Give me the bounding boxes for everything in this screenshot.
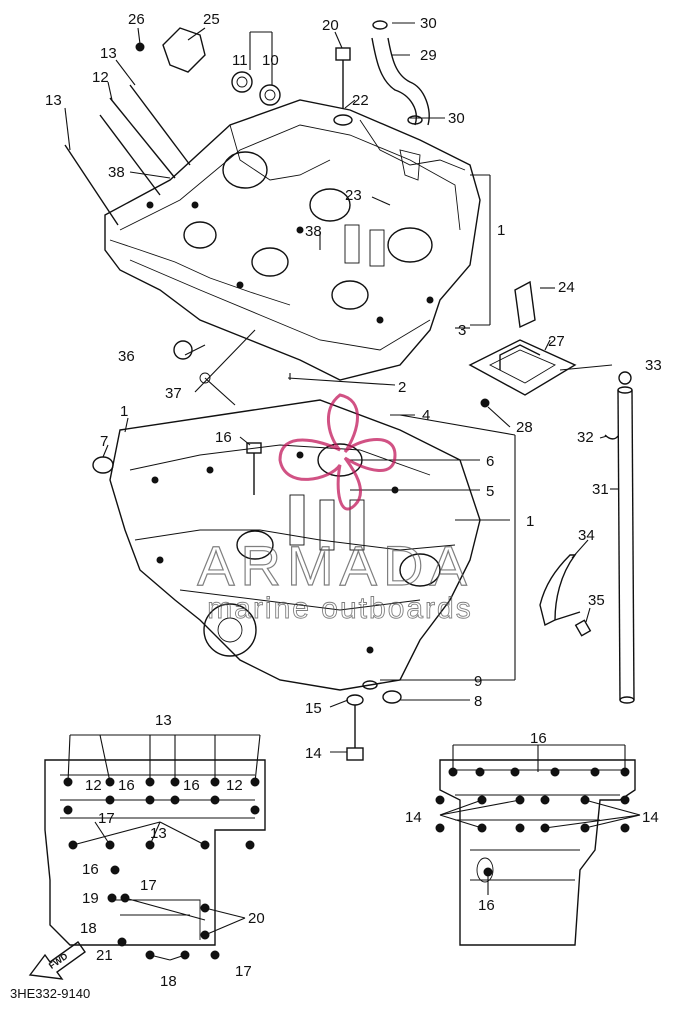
svg-text:FWD: FWD	[47, 951, 70, 971]
callout-35: 35	[588, 592, 605, 609]
callout-20: 20	[322, 17, 339, 34]
callout-labels: 26 25 11 10 20 30 29 30 22 13 12 13 38 2…	[45, 11, 662, 990]
leader-lines-upper	[64, 22, 555, 406]
parts-36-37	[173, 340, 211, 384]
fwd-arrow: FWD	[28, 941, 86, 980]
detail-left-20: 20	[248, 910, 265, 927]
breather-cover	[468, 280, 577, 408]
callout-26: 26	[128, 11, 145, 28]
detail-right-tightening	[435, 744, 641, 946]
callout-24: 24	[558, 279, 575, 296]
detail-left-13-mid: 13	[150, 825, 167, 842]
callout-28: 28	[516, 419, 533, 436]
callout-34: 34	[578, 527, 595, 544]
detail-right-14-left: 14	[405, 809, 422, 826]
detail-left-16-a: 16	[118, 777, 135, 794]
detail-left-17-b: 17	[140, 877, 157, 894]
callout-37: 37	[165, 385, 182, 402]
detail-right-16-top: 16	[530, 730, 547, 747]
callout-13-left: 13	[45, 92, 62, 109]
callout-36: 36	[118, 348, 135, 365]
crankcase-studs	[64, 84, 191, 226]
armada-watermark: ARMADA marine outboards	[197, 393, 473, 625]
callout-15: 15	[305, 700, 322, 717]
bracket-34	[539, 554, 592, 637]
detail-left-18-a: 18	[80, 920, 97, 937]
breather-hose	[604, 371, 635, 704]
detail-left-21: 21	[96, 947, 113, 964]
callout-14: 14	[305, 745, 322, 762]
callout-23: 23	[345, 187, 362, 204]
detail-left-19: 19	[82, 890, 99, 907]
seals-and-breather	[135, 27, 281, 106]
detail-left-17-c: 17	[235, 963, 252, 980]
watermark-flower-icon	[278, 393, 397, 511]
callout-10: 10	[262, 52, 279, 69]
callout-13-top: 13	[100, 45, 117, 62]
callout-38-mid: 38	[305, 223, 322, 240]
callout-9: 9	[474, 673, 482, 690]
callout-1-lower: 1	[120, 403, 128, 420]
callout-1-upper: 1	[497, 222, 505, 239]
callout-30-top: 30	[420, 15, 437, 32]
callout-29: 29	[420, 47, 437, 64]
leader-lines-lower	[102, 339, 618, 753]
callout-5: 5	[486, 483, 494, 500]
detail-left-tightening	[44, 734, 266, 961]
figure-code: 3HE332-9140	[10, 986, 90, 1001]
callout-38-left: 38	[108, 164, 125, 181]
detail-left-17-a: 17	[98, 810, 115, 827]
callout-1-right: 1	[526, 513, 534, 530]
callout-22: 22	[352, 92, 369, 109]
detail-left-18-b: 18	[160, 973, 177, 990]
callout-2: 2	[398, 379, 406, 396]
detail-left-13-top: 13	[155, 712, 172, 729]
callout-4: 4	[422, 407, 430, 424]
lower-bolt-16	[246, 442, 262, 495]
callout-12-top: 12	[92, 69, 109, 86]
callout-31: 31	[592, 481, 609, 498]
watermark-tagline: marine outboards	[207, 592, 472, 625]
detail-left-12-a: 12	[85, 777, 102, 794]
callout-33: 33	[645, 357, 662, 374]
callout-30-mid: 30	[448, 110, 465, 127]
watermark-brand: ARMADA	[197, 534, 473, 597]
callout-32: 32	[577, 429, 594, 446]
callout-7: 7	[100, 433, 108, 450]
lower-crankcase	[92, 399, 481, 691]
callout-6: 6	[486, 453, 494, 470]
detail-left-16-c: 16	[82, 861, 99, 878]
drain-and-bolt-parts	[346, 680, 402, 761]
callout-8: 8	[474, 693, 482, 710]
detail-right-14-right: 14	[642, 809, 659, 826]
callout-3: 3	[458, 322, 466, 339]
callout-16-lower: 16	[215, 429, 232, 446]
detail-right-16-bottom: 16	[478, 897, 495, 914]
callout-11: 11	[232, 52, 248, 69]
callout-25: 25	[203, 11, 220, 28]
upper-crankcase	[104, 99, 481, 381]
detail-left-16-b: 16	[183, 777, 200, 794]
callout-27: 27	[548, 333, 565, 350]
detail-left-12-b: 12	[226, 777, 243, 794]
oil-filler-parts	[333, 20, 430, 126]
